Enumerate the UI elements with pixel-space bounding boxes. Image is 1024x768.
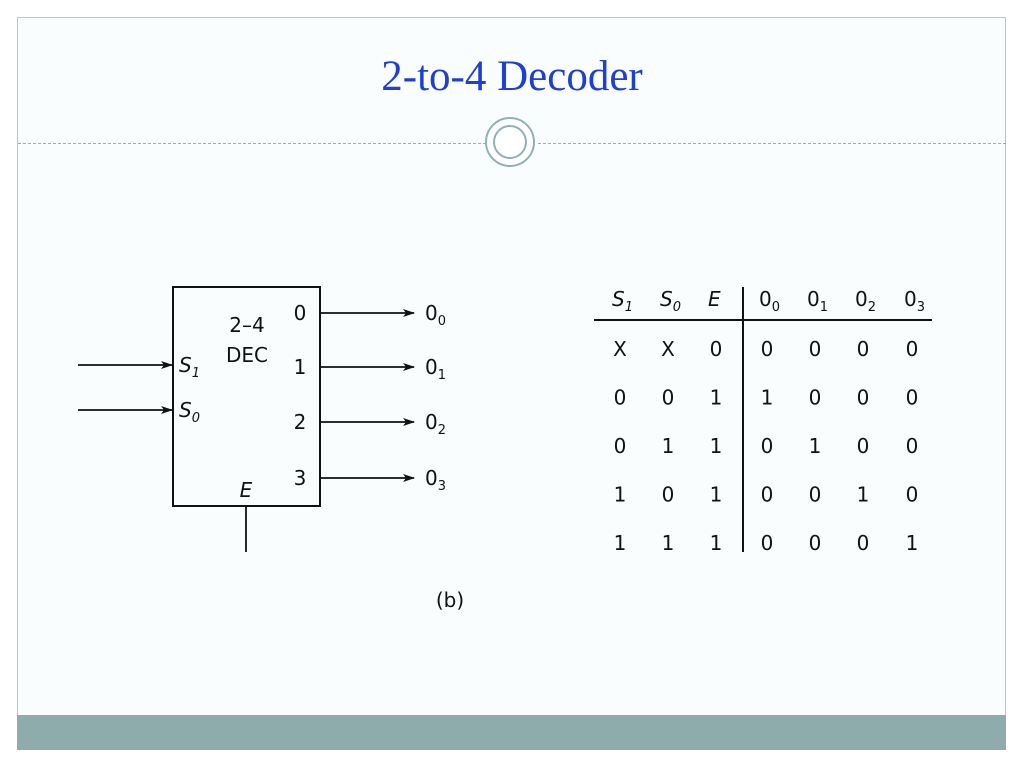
truth-table-body: X X 0 0 0 0 0 0 0 1 1 0 0 0 0 1 1 0 1 0 0 1 0 1 0 0 1 0 1 1 1 0 0 0 1 xyxy=(613,337,918,555)
truth-table-cell: 1 xyxy=(906,531,919,555)
output-pin-2: 2 xyxy=(294,410,307,434)
truth-table-cell: 0 xyxy=(906,434,919,458)
truth-table-header-cell: 01 xyxy=(807,287,828,315)
title-divider-left xyxy=(18,143,486,144)
truth-table-cell: 0 xyxy=(906,483,919,507)
figure-caption: (b) xyxy=(436,588,464,612)
truth-table-cell: 1 xyxy=(710,531,723,555)
truth-table-row: X X 0 0 0 0 0 xyxy=(613,337,918,361)
truth-table-cell: X xyxy=(661,337,675,361)
truth-table-cell: 1 xyxy=(710,483,723,507)
truth-table-header-cell: S0 xyxy=(660,287,681,315)
truth-table-cell: 0 xyxy=(614,434,627,458)
truth-table-cell: 1 xyxy=(761,386,774,410)
truth-table-cell: 0 xyxy=(662,483,675,507)
output-label-1: 01 xyxy=(425,355,446,383)
truth-table-header: S1 S0 E 00 01 02 03 xyxy=(612,287,925,315)
truth-table-row: 1 0 1 0 0 1 0 xyxy=(614,483,919,507)
truth-table-header-cell: 02 xyxy=(855,287,876,315)
truth-table-cell: 0 xyxy=(857,337,870,361)
truth-table-cell: 0 xyxy=(662,386,675,410)
truth-table-row: 0 0 1 1 0 0 0 xyxy=(614,386,919,410)
truth-table-header-cell: E xyxy=(708,287,721,311)
truth-table-cell: 1 xyxy=(614,531,627,555)
truth-table-cell: 0 xyxy=(857,434,870,458)
input-label-s0: S0 xyxy=(179,398,200,426)
truth-table-cell: 0 xyxy=(761,337,774,361)
output-pin-0: 0 xyxy=(294,301,307,325)
truth-table-cell: 0 xyxy=(761,531,774,555)
truth-table-cell: 0 xyxy=(906,337,919,361)
output-pin-3: 3 xyxy=(294,466,307,490)
truth-table-cell: 0 xyxy=(710,337,723,361)
truth-table-cell: 0 xyxy=(809,337,822,361)
truth-table-cell: 0 xyxy=(809,483,822,507)
slide-title: 2-to-4 Decoder xyxy=(381,53,643,100)
input-label-s1: S1 xyxy=(179,353,200,381)
truth-table-cell: 0 xyxy=(809,386,822,410)
truth-table-header-cell: S1 xyxy=(612,287,633,315)
truth-table-cell: 0 xyxy=(614,386,627,410)
truth-table-row: 0 1 1 0 1 0 0 xyxy=(614,434,919,458)
truth-table-cell: 1 xyxy=(710,386,723,410)
truth-table-cell: 0 xyxy=(857,531,870,555)
truth-table-cell: 1 xyxy=(857,483,870,507)
truth-table-cell: 0 xyxy=(761,434,774,458)
decoder-type-label: DEC xyxy=(226,343,268,367)
title-divider-right xyxy=(538,143,1006,144)
enable-label: E xyxy=(240,478,253,502)
truth-table-cell: 1 xyxy=(809,434,822,458)
truth-table-header-cell: 03 xyxy=(904,287,925,315)
title-ornament-circle-icon xyxy=(485,117,535,167)
truth-table-header-cell: 00 xyxy=(759,287,780,315)
decoder-block xyxy=(172,286,321,507)
footer-bar xyxy=(17,715,1006,750)
truth-table-cell: X xyxy=(613,337,627,361)
decoder-size-label: 2–4 xyxy=(229,313,264,337)
truth-table-cell: 0 xyxy=(857,386,870,410)
truth-table-cell: 0 xyxy=(809,531,822,555)
output-pin-1: 1 xyxy=(294,355,307,379)
output-label-0: 00 xyxy=(425,301,446,329)
output-label-2: 02 xyxy=(425,410,446,438)
truth-table-cell: 0 xyxy=(906,386,919,410)
truth-table-cell: 1 xyxy=(614,483,627,507)
truth-table-cell: 1 xyxy=(710,434,723,458)
output-label-3: 03 xyxy=(425,466,446,494)
truth-table-cell: 1 xyxy=(662,434,675,458)
truth-table-row: 1 1 1 0 0 0 1 xyxy=(614,531,919,555)
truth-table-cell: 1 xyxy=(662,531,675,555)
truth-table-cell: 0 xyxy=(761,483,774,507)
